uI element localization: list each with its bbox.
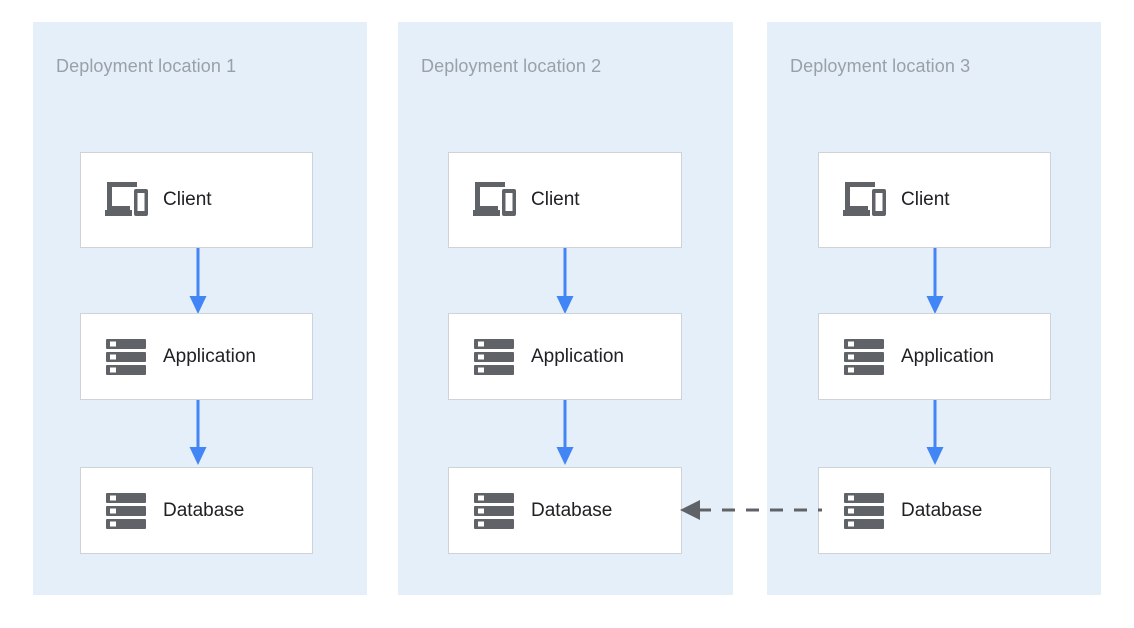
node-label-client-1: Client bbox=[163, 189, 212, 210]
node-label-database-1: Database bbox=[163, 499, 245, 521]
server-icon bbox=[103, 335, 149, 379]
node-application-2[interactable]: Application bbox=[448, 313, 682, 400]
node-database-2[interactable]: Database bbox=[448, 467, 682, 554]
devices-icon bbox=[841, 178, 887, 222]
server-icon bbox=[471, 489, 517, 533]
node-label-database-3: Database bbox=[901, 499, 983, 521]
node-database-1[interactable]: Database bbox=[80, 467, 313, 554]
server-icon bbox=[841, 489, 887, 533]
node-application-1[interactable]: Application bbox=[80, 313, 313, 400]
node-application-3[interactable]: Application bbox=[818, 313, 1051, 400]
node-label-client-3: Client bbox=[901, 189, 950, 210]
node-client-3[interactable]: Client bbox=[818, 152, 1051, 248]
node-database-3[interactable]: Database bbox=[818, 467, 1051, 554]
zone-title-1: Deployment location 1 bbox=[56, 56, 237, 76]
node-label-application-3: Application bbox=[901, 345, 994, 367]
devices-icon bbox=[471, 178, 517, 222]
node-label-application-1: Application bbox=[163, 345, 256, 367]
zone-title-2: Deployment location 2 bbox=[421, 56, 602, 76]
node-client-1[interactable]: Client bbox=[80, 152, 313, 248]
server-icon bbox=[471, 335, 517, 379]
node-client-2[interactable]: Client bbox=[448, 152, 682, 248]
devices-icon bbox=[103, 178, 149, 222]
zone-title-3: Deployment location 3 bbox=[790, 56, 971, 76]
node-label-client-2: Client bbox=[531, 189, 580, 210]
server-icon bbox=[103, 489, 149, 533]
node-label-database-2: Database bbox=[531, 499, 613, 521]
node-label-application-2: Application bbox=[531, 345, 624, 367]
server-icon bbox=[841, 335, 887, 379]
